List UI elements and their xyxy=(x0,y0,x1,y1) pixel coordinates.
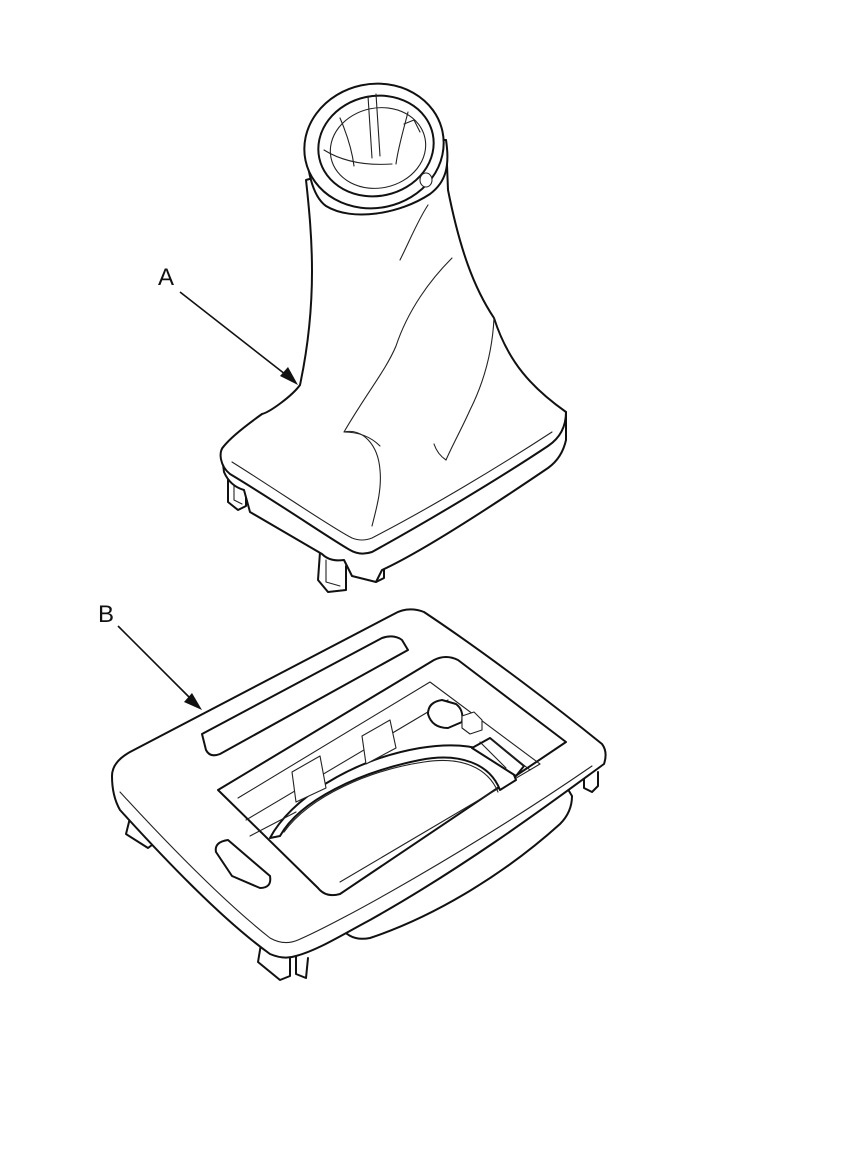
arrowhead-b xyxy=(184,693,202,710)
arrowhead-a xyxy=(280,367,298,385)
leader-line-b xyxy=(117,625,195,703)
panel-inner-tab-1 xyxy=(291,755,327,803)
panel-small-slot xyxy=(214,839,272,889)
panel-inner-tab-2 xyxy=(361,719,397,765)
boot-body xyxy=(219,139,567,555)
boot-collar xyxy=(303,82,449,216)
shift-boot-part-a xyxy=(219,82,567,593)
boot-clip-front xyxy=(317,551,347,593)
leader-line-a xyxy=(179,291,291,379)
callout-b: B xyxy=(98,601,202,710)
callout-a: A xyxy=(158,264,298,385)
callout-label-b: B xyxy=(98,601,114,628)
panel-top-slot xyxy=(201,635,409,757)
callout-label-a: A xyxy=(158,264,174,291)
boot-fold-lines xyxy=(343,204,495,527)
indicator-mechanism xyxy=(427,699,531,777)
console-panel-part-b xyxy=(111,608,607,981)
